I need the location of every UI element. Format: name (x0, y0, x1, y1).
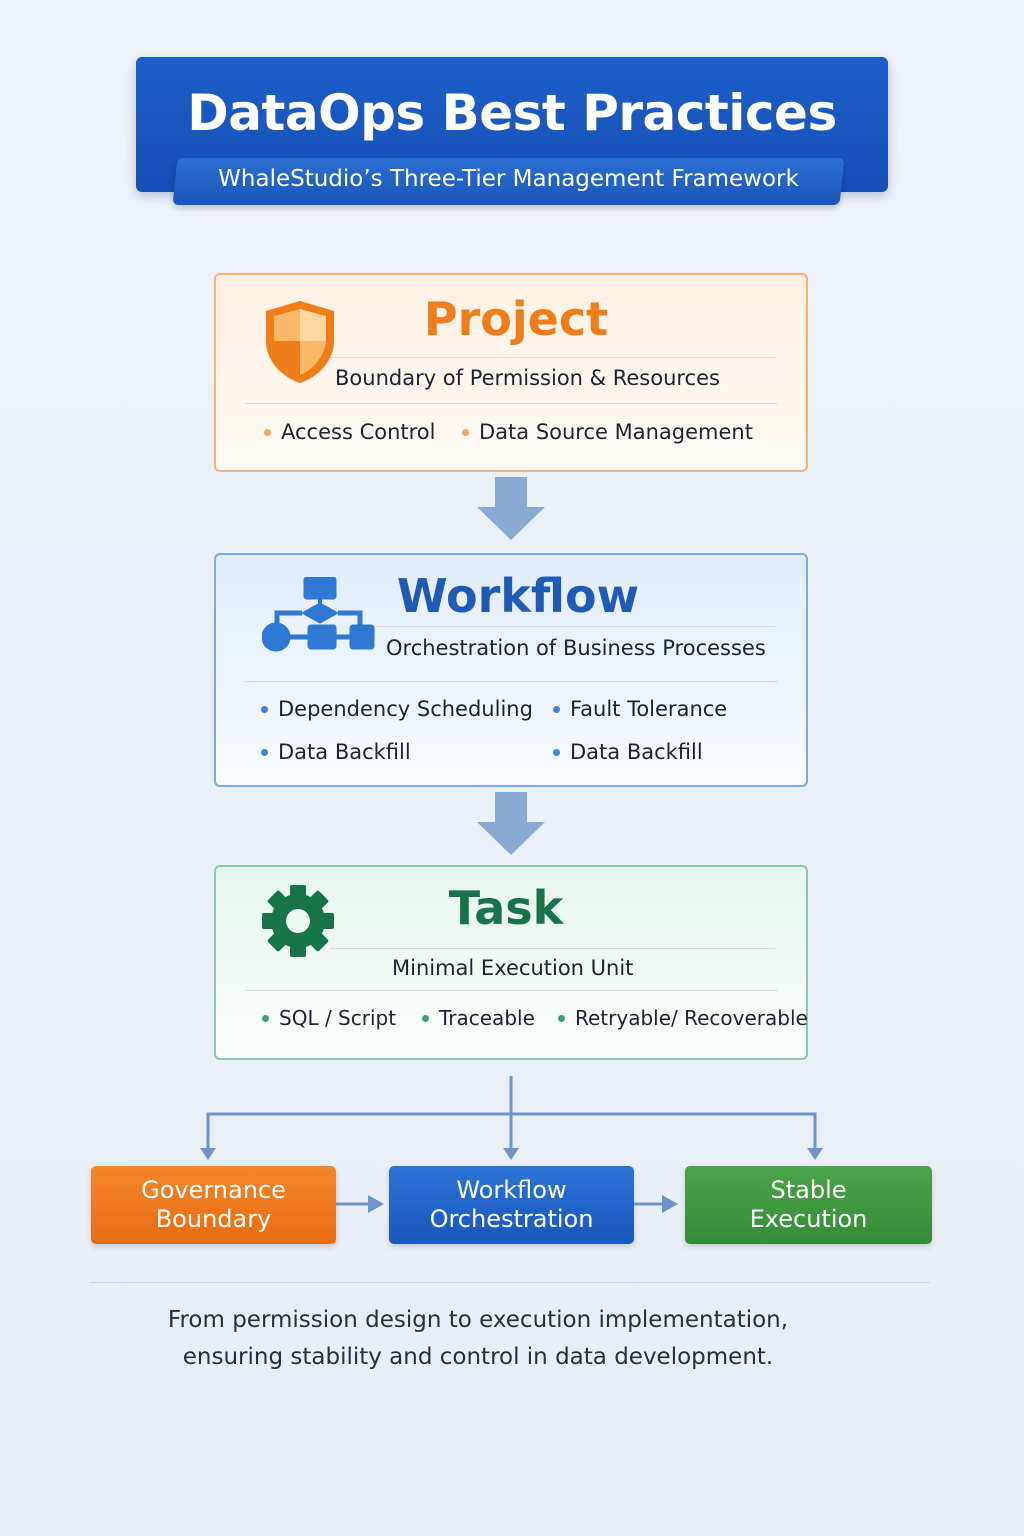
outcome-label: Stable Execution (749, 1176, 868, 1233)
shield-icon (266, 301, 334, 383)
tier-title-project: Project (423, 292, 609, 346)
tier-description-project: Boundary of Permission & Resources (335, 366, 720, 390)
list-item: SQL / Script (262, 1006, 396, 1030)
divider (330, 357, 775, 358)
list-item: Data Backfill (261, 740, 411, 764)
divider (375, 626, 775, 627)
outcome-label: Workflow Orchestration (429, 1176, 594, 1233)
workflow-card (214, 553, 808, 787)
gear-icon (262, 885, 334, 957)
item-label: Data Backfill (278, 740, 411, 764)
footer-line-1: From permission design to execution impl… (167, 1307, 789, 1333)
list-item: Data Source Management (462, 420, 753, 444)
list-item: Dependency Scheduling (261, 697, 533, 721)
outcome-stable-execution: Stable Execution (685, 1166, 932, 1244)
page-subtitle: WhaleStudio’s Three-Tier Management Fram… (218, 166, 799, 192)
outcome-governance-boundary: Governance Boundary (91, 1166, 336, 1244)
down-arrow-icon (477, 792, 545, 855)
outcome-workflow-orchestration: Workflow Orchestration (389, 1166, 634, 1244)
list-item: Data Backfill (553, 740, 703, 764)
tier-title-task: Task (448, 881, 564, 935)
item-label: Fault Tolerance (570, 697, 728, 721)
list-item: Retryable/ Recoverable (558, 1006, 808, 1030)
outcome-label: Governance Boundary (141, 1176, 286, 1233)
flowchart-icon (262, 577, 375, 652)
item-label: SQL / Script (279, 1006, 397, 1030)
item-label: Data Source Management (479, 420, 753, 444)
footer-divider (90, 1282, 930, 1283)
list-item: Traceable (422, 1006, 535, 1030)
divider (330, 948, 775, 949)
item-label: Access Control (281, 420, 436, 444)
tier-description-workflow: Orchestration of Business Processes (386, 636, 766, 660)
footer-line-2: ensuring stability and control in data d… (182, 1344, 774, 1370)
item-label: Data Backfill (570, 740, 703, 764)
item-label: Dependency Scheduling (278, 697, 533, 721)
list-item: Fault Tolerance (553, 697, 727, 721)
down-arrow-icon (477, 477, 545, 540)
tier-description-task: Minimal Execution Unit (392, 956, 634, 980)
right-arrow-icon (336, 1195, 384, 1213)
item-label: Traceable (439, 1006, 535, 1030)
divider (245, 403, 778, 404)
divider (245, 990, 778, 991)
right-arrow-icon (634, 1195, 678, 1213)
divider (245, 681, 778, 682)
branch-connector (200, 1076, 823, 1160)
page-title: DataOps Best Practices (187, 84, 837, 142)
list-item: Access Control (264, 420, 435, 444)
item-label: Retryable/ Recoverable (575, 1006, 808, 1030)
tier-title-workflow: Workflow (396, 569, 640, 623)
